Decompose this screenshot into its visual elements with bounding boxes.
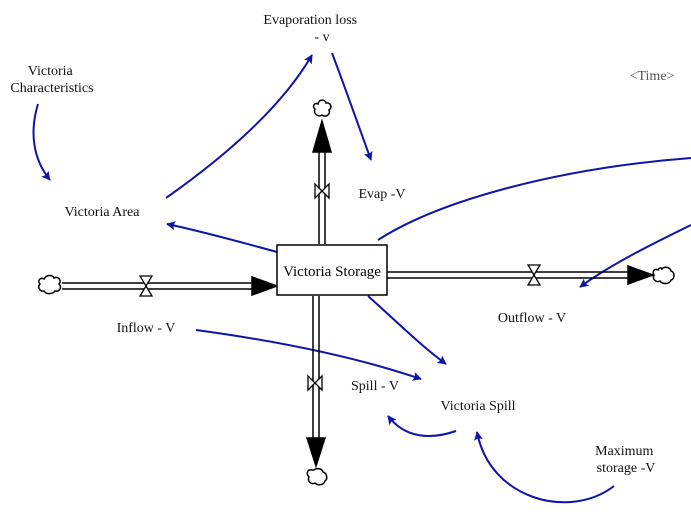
variable-line: Maximum [595,444,653,459]
links [32,52,691,504]
variable-victoria-spill[interactable]: Victoria Spill [441,399,516,414]
spill-pipe[interactable] [305,296,327,469]
variable-line: Victoria [28,64,74,79]
flow-label-outflow[interactable]: Outflow - V [498,311,566,326]
variable-line: - v [314,30,329,45]
variable-line: Characteristics [10,81,93,96]
variable-time-shadow[interactable]: <Time> [630,69,675,84]
variable-line: Evaporation loss [263,13,357,28]
cloud-icon [306,467,328,486]
cloud-icon [652,266,675,285]
link-storage-to-spill[interactable] [367,295,447,365]
stock-victoria-storage[interactable]: Victoria Storage [276,244,388,296]
cloud-icon [38,274,62,295]
variable-victoria-characteristics[interactable]: Victoria Characteristics [10,64,93,96]
link-maxstorage-to-spill[interactable] [474,431,615,504]
valve-icon[interactable] [138,275,154,297]
evap-pipe[interactable] [312,118,332,244]
valve-icon[interactable] [307,374,323,392]
link-offcanvas-to-outflow[interactable] [579,224,691,288]
cloud-icon [312,99,332,117]
link-storage-to-area[interactable] [166,221,278,253]
link-characteristics-to-area[interactable] [32,103,51,181]
link-spill-to-spillflow[interactable] [387,415,457,437]
flow-labels: Inflow - V Evap -V Outflow - V Spill - V [117,187,567,394]
variable-victoria-area[interactable]: Victoria Area [65,205,141,220]
valve-icon[interactable] [314,182,330,200]
flow-label-inflow[interactable]: Inflow - V [117,321,176,336]
outflow-pipe[interactable] [387,264,656,286]
clouds [38,99,675,486]
variable-evaporation-loss[interactable]: Evaporation loss - v [263,13,360,45]
flow-label-evap[interactable]: Evap -V [358,187,405,202]
flow-label-spill[interactable]: Spill - V [351,379,399,394]
valve-icon[interactable] [526,264,542,286]
variable-maximum-storage[interactable]: Maximum storage -V [595,444,657,476]
variables: Victoria Characteristics Evaporation los… [10,13,674,476]
variable-line: storage -V [597,461,656,476]
link-area-to-evaporation[interactable] [165,54,313,199]
inflow-pipe[interactable] [62,275,280,297]
link-inflow-to-spill[interactable] [195,329,422,381]
valves [138,182,542,392]
link-storage-to-offcanvas[interactable] [377,157,691,241]
stock-label: Victoria Storage [283,264,381,280]
link-evaporation-to-evap[interactable] [331,52,373,161]
flows [62,118,656,469]
